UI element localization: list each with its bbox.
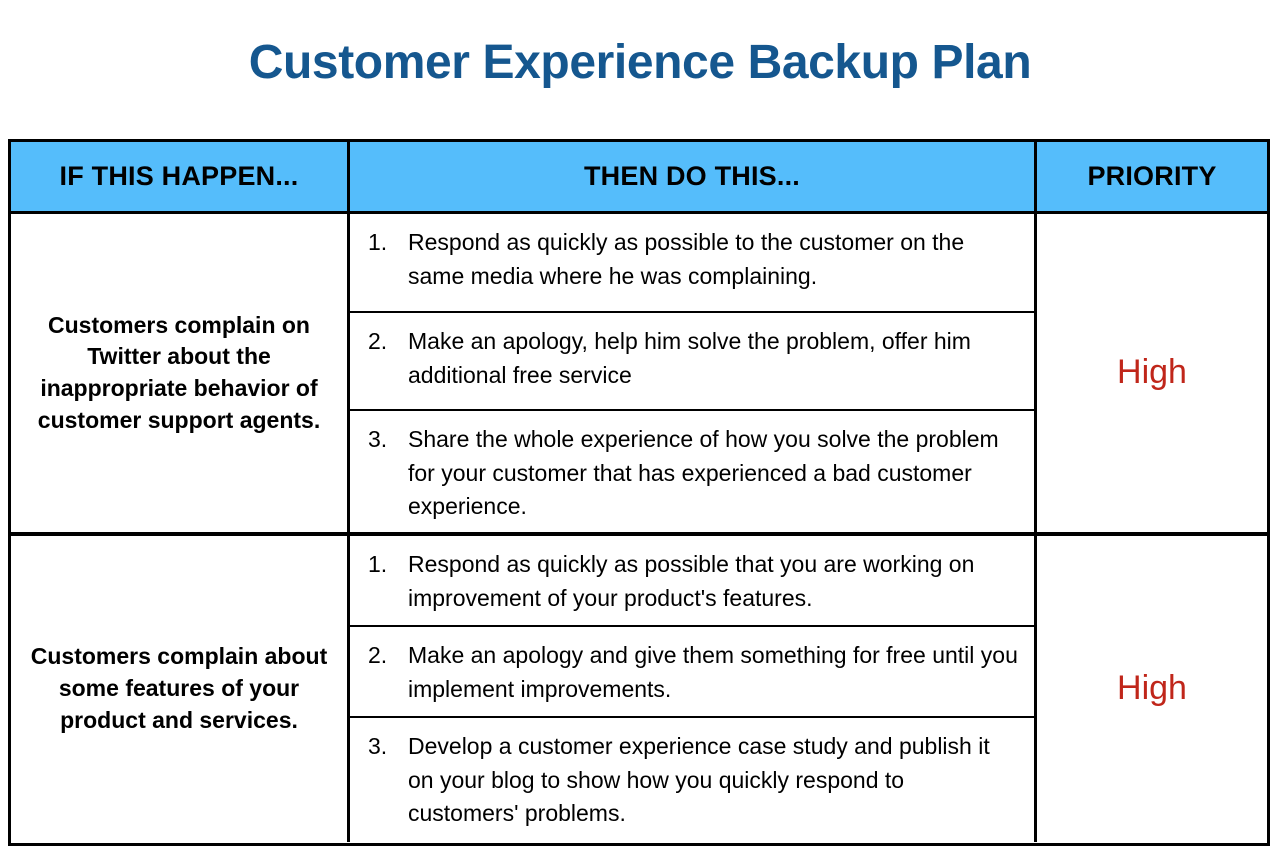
actions-cell: 1. Respond as quickly as possible to the… bbox=[347, 214, 1037, 532]
column-header-priority: PRIORITY bbox=[1087, 161, 1217, 191]
action-number: 2. bbox=[368, 328, 388, 354]
action-number: 1. bbox=[368, 229, 388, 255]
situation-cell: Customers complain on Twitter about the … bbox=[11, 214, 347, 532]
column-header-if-this-happen: IF THIS HAPPEN... bbox=[59, 161, 299, 191]
action-item: 3. Develop a customer experience case st… bbox=[350, 718, 1034, 842]
priority-cell: High bbox=[1037, 536, 1267, 842]
action-text: Develop a customer experience case study… bbox=[408, 733, 990, 827]
priority-cell: High bbox=[1037, 214, 1267, 532]
priority-value: High bbox=[1117, 353, 1187, 392]
column-header-then-do-this: THEN DO THIS... bbox=[347, 142, 1037, 211]
situation-text: Customers complain on Twitter about the … bbox=[37, 311, 321, 433]
action-item: 1. Respond as quickly as possible that y… bbox=[350, 536, 1034, 628]
priority-value: High bbox=[1117, 669, 1187, 708]
page-title: Customer Experience Backup Plan bbox=[248, 36, 1032, 89]
action-number: 3. bbox=[368, 733, 388, 760]
table-row: Customers complain about some features o… bbox=[11, 536, 1267, 842]
situation-cell: Customers complain about some features o… bbox=[11, 536, 347, 842]
action-item: 3. Share the whole experience of how you… bbox=[350, 411, 1034, 534]
actions-cell: 1. Respond as quickly as possible that y… bbox=[347, 536, 1037, 842]
backup-plan-table: IF THIS HAPPEN... THEN DO THIS... PRIORI… bbox=[8, 139, 1270, 846]
action-item: 2. Make an apology, help him solve the p… bbox=[350, 313, 1034, 411]
action-item: 2. Make an apology and give them somethi… bbox=[350, 627, 1034, 719]
action-text: Make an apology, help him solve the prob… bbox=[408, 328, 971, 388]
action-number: 2. bbox=[368, 642, 388, 669]
action-number: 3. bbox=[368, 426, 388, 452]
table-row: Customers complain on Twitter about the … bbox=[11, 214, 1267, 536]
action-text: Share the whole experience of how you so… bbox=[408, 426, 999, 520]
table-header-row: IF THIS HAPPEN... THEN DO THIS... PRIORI… bbox=[11, 142, 1267, 214]
action-text: Respond as quickly as possible to the cu… bbox=[408, 229, 965, 289]
action-item: 1. Respond as quickly as possible to the… bbox=[350, 214, 1034, 313]
action-number: 1. bbox=[368, 551, 388, 577]
situation-text: Customers complain about some features o… bbox=[30, 643, 328, 733]
action-text: Respond as quickly as possible that you … bbox=[408, 551, 975, 611]
action-text: Make an apology and give them something … bbox=[408, 642, 1018, 702]
